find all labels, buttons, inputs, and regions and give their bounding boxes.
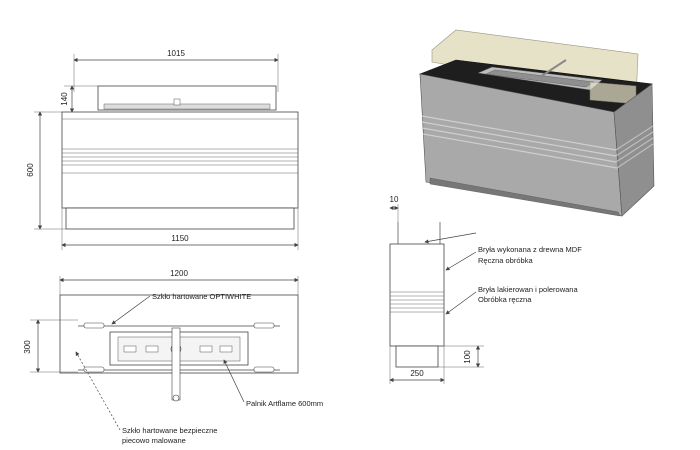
- front-body: [61, 111, 299, 209]
- label-glass-painted-2: piecowo malowane: [122, 436, 186, 445]
- dim-side-base-height: 100: [463, 350, 472, 364]
- label-mdf-1: Bryła wykonana z drewna MDF: [478, 245, 582, 254]
- dim-front-width-bottom: 1150: [171, 234, 189, 243]
- dim-front-glass-height: 140: [60, 92, 69, 106]
- side-base: [395, 345, 439, 368]
- label-burner: Palnik Artflame 600mm: [246, 399, 323, 408]
- burner-handle: [171, 327, 181, 401]
- top-view: 1200 300 Szkło hartowane OPTIWHITE Palni…: [23, 269, 323, 445]
- front-view: 1015 140 600 1150: [26, 49, 299, 250]
- dim-side-glass-offset: 10: [390, 195, 399, 204]
- label-lacquer-2: Obróbka ręczna: [478, 295, 532, 304]
- isometric-render: [418, 29, 655, 217]
- dim-top-depth: 300: [23, 340, 32, 354]
- dim-front-height: 600: [26, 163, 35, 177]
- dim-front-width-top: 1015: [167, 49, 185, 58]
- label-lacquer-1: Bryła lakierowan i polerowana: [478, 285, 578, 294]
- side-view: 10 100 250 Bryła wykonana z drewna MDF R…: [389, 195, 582, 384]
- label-mdf-2: Ręczna obróbka: [478, 256, 533, 265]
- side-body: [389, 243, 445, 347]
- dim-side-depth: 250: [410, 369, 424, 378]
- front-base: [65, 207, 295, 230]
- label-glass-painted-1: Szkło hartowane bezpieczne: [122, 426, 217, 435]
- dim-top-width: 1200: [170, 269, 188, 278]
- label-glass-optiwhite: Szkło hartowane OPTIWHITE: [152, 292, 251, 301]
